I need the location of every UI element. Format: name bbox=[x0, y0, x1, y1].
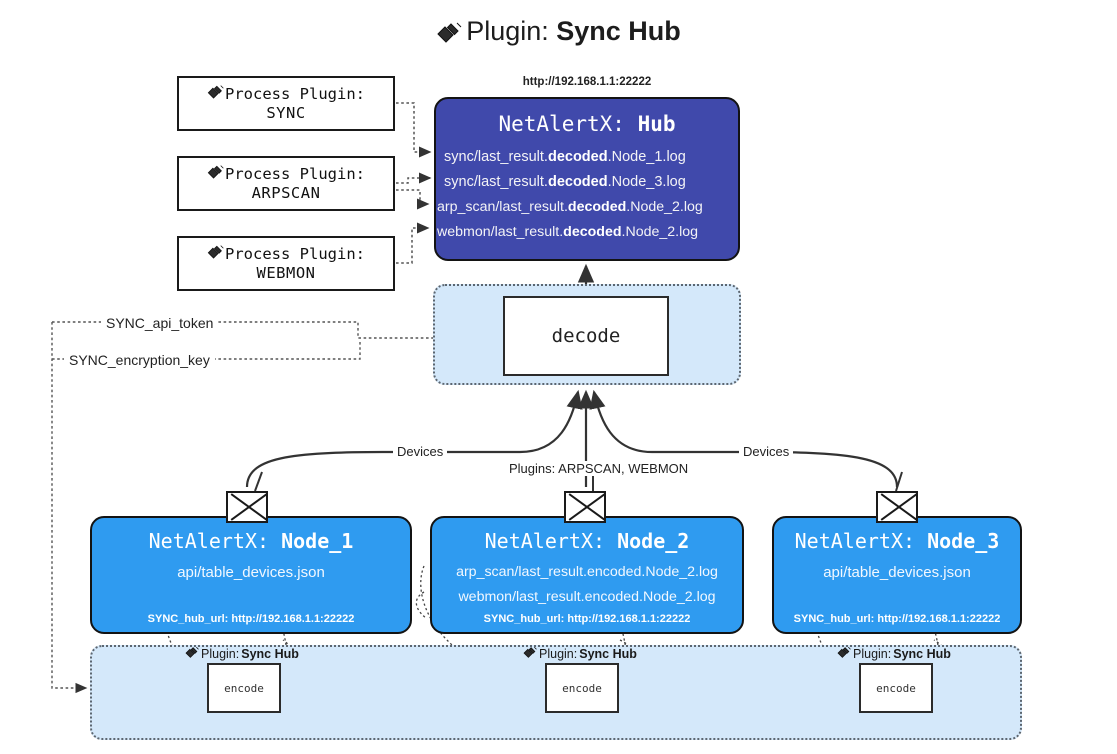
edge-label-plugins: Plugins: ARPSCAN, WEBMON bbox=[505, 461, 693, 476]
node-hub-url-value: http://192.168.1.1:22222 bbox=[231, 613, 355, 625]
encode-plugin-prefix: Plugin: bbox=[539, 646, 578, 661]
hub-log-line: sync/last_result.decoded.Node_1.log bbox=[436, 145, 738, 170]
encode-plugin-prefix: Plugin: bbox=[201, 646, 240, 661]
plug-icon bbox=[207, 164, 224, 184]
node-title: NetAlertX: Node_2 bbox=[432, 529, 742, 553]
node-path-list: api/table_devices.json bbox=[774, 560, 1020, 585]
node-title-name: Node_2 bbox=[617, 529, 690, 553]
node-hub-url: SYNC_hub_url: http://192.168.1.1:22222 bbox=[774, 613, 1020, 625]
process-plugin-label: Process Plugin: bbox=[225, 164, 365, 183]
plug-icon bbox=[207, 244, 224, 264]
hub-log-pre: arp_scan/last_result. bbox=[437, 199, 568, 215]
node-path-list: api/table_devices.json bbox=[92, 560, 410, 585]
node-path-line: webmon/last_result.encoded.Node_2.log bbox=[458, 589, 716, 605]
hub-log-mid: decoded bbox=[563, 224, 622, 240]
hub-log-line: arp_scan/last_result.decoded.Node_2.log bbox=[436, 195, 738, 220]
hub-log-pre: sync/last_result. bbox=[444, 174, 548, 190]
node-path-line: api/table_devices.json bbox=[823, 564, 971, 581]
envelope-icon bbox=[226, 491, 268, 523]
process-plugin-label: Process Plugin: bbox=[225, 84, 365, 103]
hub-title-prefix: NetAlertX: bbox=[498, 112, 638, 136]
node-title-prefix: NetAlertX: bbox=[484, 529, 618, 553]
decode-box[interactable]: decode bbox=[503, 296, 669, 376]
edge-label-devices-left: Devices bbox=[393, 444, 448, 459]
process-plugin-label: Process Plugin: bbox=[225, 244, 365, 263]
process-plugin-box-sync[interactable]: Process Plugin: SYNC bbox=[177, 76, 395, 131]
plug-icon bbox=[436, 19, 462, 50]
hub-title: NetAlertX: Hub bbox=[436, 112, 738, 136]
encode-box-1[interactable]: encode bbox=[207, 663, 281, 713]
hub-log-line: sync/last_result.decoded.Node_3.log bbox=[436, 170, 738, 195]
node-title-name: Node_1 bbox=[281, 529, 354, 553]
plug-icon bbox=[207, 84, 224, 104]
page-title: Plugin: Sync Hub bbox=[0, 16, 1117, 50]
hub-log-mid: decoded bbox=[567, 199, 627, 215]
node-title: NetAlertX: Node_3 bbox=[774, 529, 1020, 553]
hub-log-post: .Node_2.log bbox=[621, 224, 699, 240]
node-path-line: api/table_devices.json bbox=[177, 564, 325, 581]
envelope-icon bbox=[564, 491, 606, 523]
hub-log-mid: decoded bbox=[547, 174, 608, 190]
encode-plugin-label-1: Plugin: Sync Hub bbox=[185, 646, 299, 661]
encode-box-3[interactable]: encode bbox=[859, 663, 933, 713]
edge-label-devices-right: Devices bbox=[739, 444, 794, 459]
node-hub-url-value: http://192.168.1.1:22222 bbox=[877, 613, 1001, 625]
hub-log-line: webmon/last_result.decoded.Node_2.log bbox=[436, 220, 738, 245]
node-box-node-3[interactable]: NetAlertX: Node_3 api/table_devices.json… bbox=[772, 516, 1022, 634]
hub-title-name: Hub bbox=[637, 112, 676, 136]
plug-icon bbox=[185, 646, 199, 661]
encode-plugin-name: Sync Hub bbox=[893, 646, 951, 661]
encode-plugin-name: Sync Hub bbox=[579, 646, 637, 661]
node-path-line: arp_scan/last_result.encoded.Node_2.log bbox=[456, 564, 718, 580]
process-plugin-box-arpscan[interactable]: Process Plugin: ARPSCAN bbox=[177, 156, 395, 211]
hub-log-post: .Node_3.log bbox=[607, 174, 686, 190]
hub-log-mid: decoded bbox=[547, 149, 608, 165]
node-hub-url: SYNC_hub_url: http://192.168.1.1:22222 bbox=[92, 613, 410, 625]
encode-plugin-label-3: Plugin: Sync Hub bbox=[837, 646, 951, 661]
hub-log-pre: webmon/last_result. bbox=[437, 224, 564, 240]
node-hub-url: SYNC_hub_url: http://192.168.1.1:22222 bbox=[432, 613, 742, 625]
hub-log-list: sync/last_result.decoded.Node_1.log sync… bbox=[436, 145, 738, 245]
node-box-node-1[interactable]: NetAlertX: Node_1 api/table_devices.json… bbox=[90, 516, 412, 634]
node-hub-url-value: http://192.168.1.1:22222 bbox=[567, 613, 691, 625]
encode-plugin-label-2: Plugin: Sync Hub bbox=[523, 646, 637, 661]
plug-icon bbox=[837, 646, 851, 661]
sync-encryption-key-label: SYNC_encryption_key bbox=[64, 352, 215, 368]
process-plugin-box-webmon[interactable]: Process Plugin: WEBMON bbox=[177, 236, 395, 291]
node-hub-url-key: SYNC_hub_url: bbox=[147, 613, 232, 625]
plug-icon bbox=[523, 646, 537, 661]
encode-plugin-prefix: Plugin: bbox=[853, 646, 892, 661]
sync-api-token-label: SYNC_api_token bbox=[101, 315, 219, 331]
encode-plugin-name: Sync Hub bbox=[241, 646, 299, 661]
node-title-name: Node_3 bbox=[927, 529, 1000, 553]
hub-log-pre: sync/last_result. bbox=[444, 149, 548, 165]
node-path-list: arp_scan/last_result.encoded.Node_2.log … bbox=[432, 560, 742, 610]
node-box-node-2[interactable]: NetAlertX: Node_2 arp_scan/last_result.e… bbox=[430, 516, 744, 634]
node-title: NetAlertX: Node_1 bbox=[92, 529, 410, 553]
process-plugin-name: WEBMON bbox=[256, 264, 316, 282]
node-title-prefix: NetAlertX: bbox=[794, 529, 928, 553]
envelope-icon bbox=[876, 491, 918, 523]
hub-log-post: .Node_1.log bbox=[607, 149, 686, 165]
hub-node[interactable]: NetAlertX: Hub sync/last_result.decoded.… bbox=[434, 97, 740, 261]
hub-url-label: http://192.168.1.1:22222 bbox=[522, 76, 652, 88]
process-plugin-name: SYNC bbox=[266, 104, 306, 122]
process-plugin-name: ARPSCAN bbox=[251, 184, 321, 202]
page-title-name: Sync Hub bbox=[556, 16, 681, 46]
hub-log-post: .Node_2.log bbox=[626, 199, 703, 215]
page-title-prefix: Plugin: bbox=[466, 16, 557, 46]
node-hub-url-key: SYNC_hub_url: bbox=[793, 613, 878, 625]
node-title-prefix: NetAlertX: bbox=[148, 529, 282, 553]
node-hub-url-key: SYNC_hub_url: bbox=[483, 613, 568, 625]
encode-box-2[interactable]: encode bbox=[545, 663, 619, 713]
